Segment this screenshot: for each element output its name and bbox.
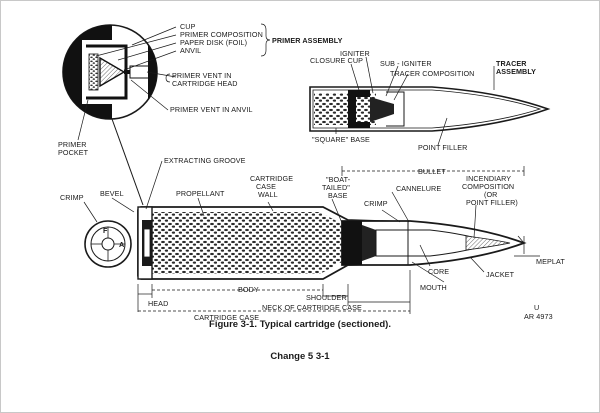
label-primer-vent-anvil: PRIMER VENT IN ANVIL xyxy=(170,105,253,114)
label-tracer-assembly-2: ASSEMBLY xyxy=(496,67,536,76)
headstamp-letter-a: A xyxy=(119,240,124,249)
label-primer-assembly: PRIMER ASSEMBLY xyxy=(272,36,343,45)
label-shoulder: SHOULDER xyxy=(306,293,347,302)
label-closure-cup: CLOSURE CUP xyxy=(310,56,363,65)
label-crimp-right: CRIMP xyxy=(364,199,388,208)
label-tracer-assembly-1: TRACER xyxy=(496,59,527,68)
label-igniter: IGNITER xyxy=(340,49,370,58)
label-incendiary-3: (OR xyxy=(484,190,497,199)
label-primer-vent-cartridge-1: PRIMER VENT IN xyxy=(172,71,232,80)
label-crimp-left: CRIMP xyxy=(60,193,84,202)
page-footer: Change 5 3-1 xyxy=(270,351,330,362)
label-paper-disk: PAPER DISK (FOIL) xyxy=(180,38,247,47)
dimension-lines xyxy=(137,166,540,314)
label-extracting-groove: EXTRACTING GROOVE xyxy=(164,156,246,165)
label-stamp-2: AR 4973 xyxy=(524,312,553,321)
cartridge-leaders xyxy=(83,160,525,283)
figure-caption: Figure 3-1. Typical cartridge (sectioned… xyxy=(209,319,391,330)
label-head: HEAD xyxy=(148,299,168,308)
label-primer-pocket-1: PRIMER xyxy=(58,140,87,149)
label-meplat: MEPLAT xyxy=(536,257,565,266)
label-body: BODY xyxy=(238,285,259,294)
label-point-filler: POINT FILLER xyxy=(418,143,467,152)
label-cartridge-case: CARTRIDGE CASE xyxy=(194,313,259,322)
primer-leaders xyxy=(77,23,271,141)
label-sub-igniter: SUB - IGNITER xyxy=(380,59,432,68)
label-jacket: JACKET xyxy=(486,270,515,279)
label-square-base: "SQUARE" BASE xyxy=(312,135,370,144)
label-bevel: BEVEL xyxy=(100,189,124,198)
label-tracer-composition: TRACER COMPOSITION xyxy=(390,69,474,78)
label-incendiary-4: POINT FILLER) xyxy=(466,198,518,207)
primer-detail-circle xyxy=(62,24,158,206)
tracer-bullet-section xyxy=(309,86,551,132)
label-propellant: PROPELLANT xyxy=(176,189,225,198)
label-boat-tailed-1: "BOAT- xyxy=(326,175,351,184)
label-incendiary-2: COMPOSITION xyxy=(462,182,514,191)
cartridge-main-section xyxy=(137,206,527,280)
label-neck: NECK OF CARTRIDGE CASE xyxy=(262,303,362,312)
label-mouth: MOUTH xyxy=(420,283,447,292)
label-case-wall-1: CARTRIDGE xyxy=(250,174,293,183)
headstamp-letter-f: F xyxy=(103,226,108,235)
headstamp-circle xyxy=(84,220,132,268)
tracer-leaders xyxy=(335,56,495,146)
label-boat-tailed-2: TAILED" xyxy=(322,183,350,192)
label-anvil: ANVIL xyxy=(180,46,201,55)
label-primer-pocket-2: POCKET xyxy=(58,148,89,157)
label-bullet: BULLET xyxy=(418,167,446,176)
label-primer-composition: PRIMER COMPOSITION xyxy=(180,30,263,39)
label-boat-tailed-3: BASE xyxy=(328,191,348,200)
label-cup: CUP xyxy=(180,22,196,31)
figure-labels: CUP PRIMER COMPOSITION PAPER DISK (FOIL)… xyxy=(58,22,565,322)
label-case-wall-3: WALL xyxy=(258,190,278,199)
label-core: CORE xyxy=(428,267,449,276)
label-case-wall-2: CASE xyxy=(256,182,276,191)
label-cannelure: CANNELURE xyxy=(396,184,441,193)
label-primer-vent-cartridge-2: CARTRIDGE HEAD xyxy=(172,79,238,88)
label-incendiary-1: INCENDIARY xyxy=(466,174,511,183)
label-stamp-1: U xyxy=(534,303,539,312)
